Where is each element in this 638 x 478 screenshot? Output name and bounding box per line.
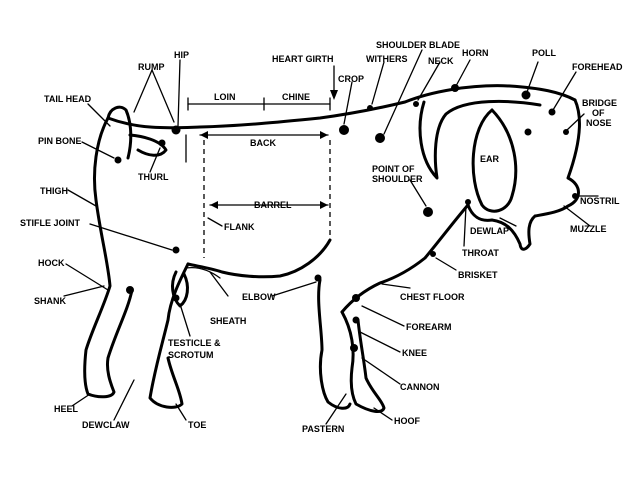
brisket-point [430,251,436,257]
measurement-lines [188,66,338,258]
label-barrel: BARREL [254,200,292,210]
label-heel: HEEL [54,404,79,414]
label-forehead: FOREHEAD [572,62,623,72]
label-testicle-scrotum-line2: SCROTUM [168,350,214,360]
label-rump: RUMP [138,62,165,72]
bridge-of-nose-point [563,129,569,135]
throat-point [465,199,471,205]
label-bridge-of-nose-line3: NOSE [586,118,612,128]
label-point-of-shoulder-line1: POINT OF [372,164,415,174]
label-dewclaw: DEWCLAW [82,420,130,430]
label-back: BACK [250,138,276,148]
thurl-point [159,140,166,147]
label-tail-head: TAIL HEAD [44,94,92,104]
label-bridge-of-nose-line1: BRIDGE [582,98,617,108]
forehead-point [549,109,556,116]
label-throat: THROAT [462,248,499,258]
label-hip: HIP [174,50,189,60]
crop-point [339,125,349,135]
horn-point [451,84,459,92]
label-testicle-scrotum-line1: TESTICLE & [168,338,221,348]
label-shoulder-blade: SHOULDER BLADE [376,40,460,50]
hip-point [172,126,181,135]
label-knee: KNEE [402,348,427,358]
point-of-shoulder-point [423,207,433,217]
label-toe: TOE [188,420,206,430]
label-chine: CHINE [282,92,310,102]
label-flank: FLANK [224,222,255,232]
label-stifle-joint: STIFLE JOINT [20,218,81,228]
label-cannon: CANNON [400,382,440,392]
label-point-of-shoulder-line2: SHOULDER [372,174,423,184]
label-neck: NECK [428,56,454,66]
label-pastern: PASTERN [302,424,344,434]
label-shank: SHANK [34,296,67,306]
label-crop: CROP [338,74,364,84]
elbow-point [315,275,322,282]
label-horn: HORN [462,48,489,58]
withers-point [367,105,373,111]
label-dewlap: DEWLAP [470,226,509,236]
label-thurl: THURL [138,172,169,182]
neck-point [413,101,419,107]
label-heart-girth: HEART GIRTH [272,54,334,64]
label-elbow: ELBOW [242,292,276,302]
shoulder-blade-point [375,133,385,143]
label-sheath: SHEATH [210,316,246,326]
stifle-joint-point [173,247,180,254]
label-pin-bone: PIN BONE [38,136,82,146]
label-ear: EAR [480,154,500,164]
label-brisket: BRISKET [458,270,498,280]
label-hock: HOCK [38,258,65,268]
nostril-point [572,193,578,199]
label-withers: WITHERS [366,54,408,64]
poll-point [522,91,531,100]
label-points [115,84,579,352]
label-chest-floor: CHEST FLOOR [400,292,465,302]
forearm-lower-point [353,317,360,324]
label-bridge-of-nose-line2: OF [592,108,605,118]
label-thigh: THIGH [40,186,68,196]
eye [525,129,532,136]
forearm-point [352,294,360,302]
label-loin: LOIN [214,92,236,102]
testicle-point [173,295,180,302]
label-muzzle: MUZZLE [570,224,607,234]
label-hoof: HOOF [394,416,421,426]
label-poll: POLL [532,48,557,58]
hock-point [126,286,134,294]
knee-point [350,344,358,352]
label-nostril: NOSTRIL [580,196,620,206]
label-forearm: FOREARM [406,322,452,332]
goat-body-outline [85,86,580,412]
pin-bone-point [115,157,122,164]
